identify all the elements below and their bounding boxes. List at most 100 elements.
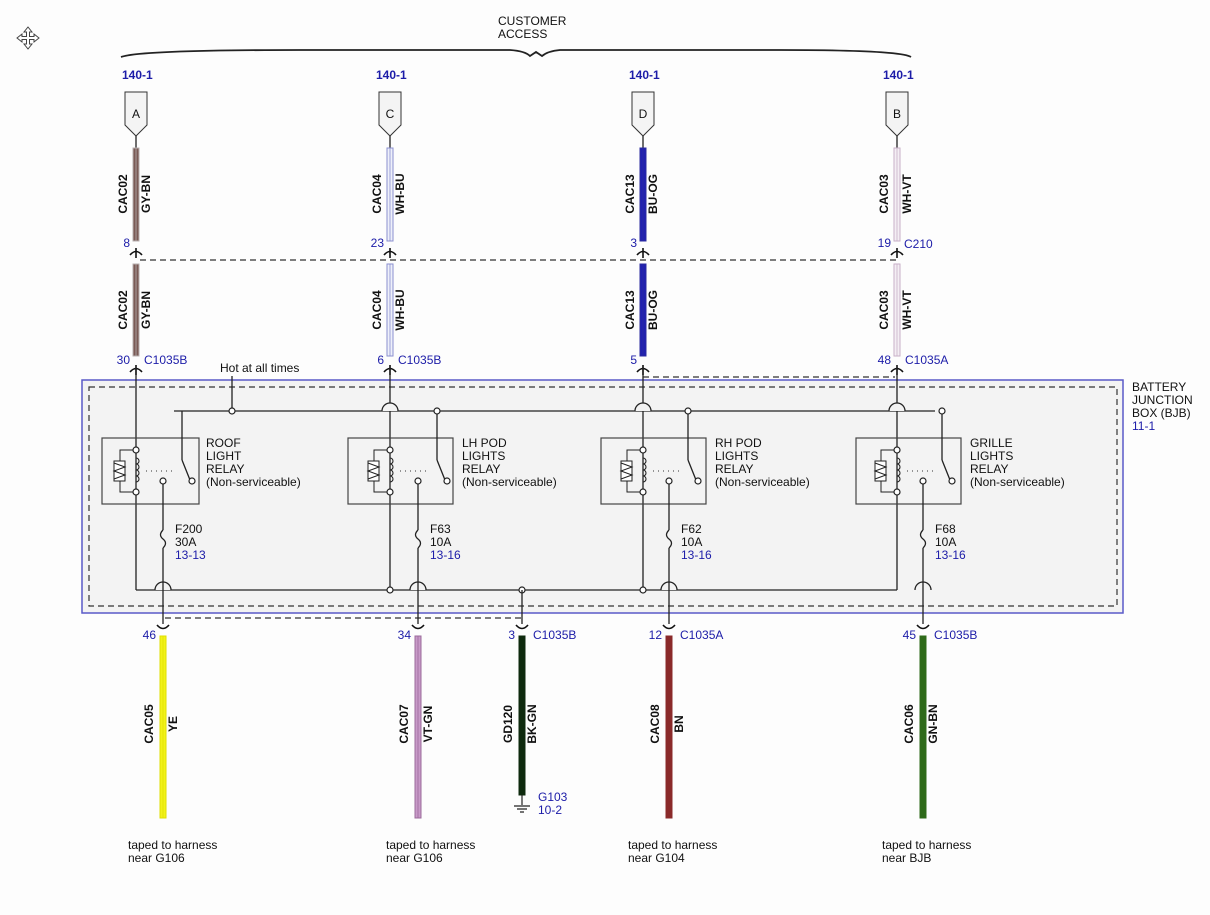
connector-id-link[interactable]: C1035A (680, 628, 723, 642)
relay-note: (Non-serviceable) (970, 475, 1065, 489)
inline-connector-B[interactable] (885, 91, 909, 137)
footnote-line1: taped to harness (128, 838, 217, 852)
inline-connector-C[interactable] (378, 91, 402, 137)
relay-name-line3: RELAY (462, 462, 500, 476)
footnote-line1: taped to harness (628, 838, 717, 852)
connector-pin-letter: C (386, 107, 395, 121)
footnote-line2: near G106 (128, 851, 185, 865)
coil-terminal (893, 488, 901, 496)
wire-circuit-label: CAC13 (623, 290, 637, 330)
junction-box (81, 379, 1124, 614)
relay-box[interactable] (600, 437, 707, 505)
splice-point (684, 407, 692, 415)
splice-point (433, 407, 441, 415)
relay-coil-icon (642, 457, 647, 483)
relay-box[interactable] (101, 437, 200, 505)
pin-number: 48 (878, 353, 892, 367)
move-cursor-icon[interactable] (16, 26, 40, 50)
coil-terminal (639, 446, 647, 454)
bjb-name-line3: BOX (BJB) (1132, 406, 1191, 420)
wire-circuit-label: CAC02 (116, 174, 130, 214)
connector-id-link[interactable]: C210 (904, 237, 933, 251)
inline-connector-A[interactable] (124, 91, 148, 137)
bjb-name-line1: BATTERY (1132, 380, 1186, 394)
pin-number: 23 (371, 236, 385, 250)
fuse-id: F62 (681, 522, 702, 536)
resistor-zigzag (619, 462, 634, 480)
wire-color-label: WH-BU (393, 173, 407, 214)
resistor-leads (373, 449, 390, 493)
switch-contact (948, 477, 956, 485)
relay-name-line2: LIGHTS (462, 449, 505, 463)
wire-color-label: WH-BU (393, 289, 407, 330)
connector-terminal-icon (383, 248, 397, 258)
wire-circuit-label: CAC07 (397, 704, 411, 744)
ground-page-link[interactable]: 10-2 (538, 803, 562, 817)
wire-color-label: BU-OG (646, 290, 660, 330)
inline-connector-D[interactable] (631, 91, 655, 137)
relay-box[interactable] (855, 437, 962, 505)
fuse-id: F68 (935, 522, 956, 536)
switch-contact (159, 477, 167, 485)
fuse-ref-link[interactable]: 13-16 (681, 548, 712, 562)
wire-color-label: WH-VT (900, 290, 914, 330)
wire-circuit-label: CAC03 (877, 290, 891, 330)
pin-number: 3 (630, 236, 637, 250)
relay-coil-icon (896, 457, 901, 483)
connector-pin-letter: B (893, 107, 901, 121)
coil-terminal (893, 446, 901, 454)
coil-terminal (132, 488, 140, 496)
pin-number: 34 (398, 628, 412, 642)
wire-color-label: VT-GN (421, 706, 435, 743)
footnote-line2: near BJB (882, 851, 931, 865)
connector-terminal-icon (515, 624, 529, 630)
pin-number: 30 (117, 353, 131, 367)
fuse-ref-link[interactable]: 13-16 (935, 548, 966, 562)
connector-id-link[interactable]: C1035B (934, 628, 977, 642)
connector-id-link[interactable]: C1035A (905, 353, 948, 367)
pin-number: 46 (143, 628, 157, 642)
connector-terminal-icon (636, 248, 650, 258)
bjb-name-line2: JUNCTION (1132, 393, 1193, 407)
resistor-leads (626, 449, 643, 493)
connector-terminal-icon (890, 248, 904, 258)
fuse-icon (665, 529, 673, 549)
splice-point (639, 586, 647, 594)
switch-contact (919, 477, 927, 485)
ground-ref-link[interactable]: G103 (538, 790, 568, 804)
connector-ref-link[interactable]: 140-1 (376, 68, 407, 82)
bjb-ref-link[interactable]: 11-1 (1132, 419, 1155, 433)
relay-name-line2: LIGHT (206, 449, 242, 463)
relay-switch-icon (436, 459, 446, 481)
switch-contact (443, 477, 451, 485)
relay-name-line1: RH POD (715, 436, 762, 450)
fuse-ref-link[interactable]: 13-13 (175, 548, 206, 562)
connector-id-link[interactable]: C1035B (533, 628, 576, 642)
fuse-ref-link[interactable]: 13-16 (430, 548, 461, 562)
pin-number: 6 (377, 353, 384, 367)
group-label-line2: ACCESS (498, 27, 547, 41)
relay-name-line2: LIGHTS (715, 449, 758, 463)
resistor-leads (119, 449, 136, 493)
connector-ref-link[interactable]: 140-1 (883, 68, 914, 82)
splice-point (386, 586, 394, 594)
fuse-icon (414, 529, 422, 549)
footnote-line1: taped to harness (882, 838, 971, 852)
connector-id-link[interactable]: C1035B (398, 353, 441, 367)
fuse-rating: 10A (430, 535, 451, 549)
relay-switch-icon (941, 459, 951, 481)
connector-id-link[interactable]: C1035B (144, 353, 187, 367)
connector-ref-link[interactable]: 140-1 (629, 68, 660, 82)
wire-circuit-label: CAC03 (877, 174, 891, 214)
relay-box[interactable] (347, 437, 454, 505)
connector-ref-link[interactable]: 140-1 (122, 68, 153, 82)
fuse-id: F63 (430, 522, 451, 536)
connector-terminal-icon (916, 624, 930, 630)
wire-color-label: GY-BN (139, 291, 153, 329)
fuse-rating: 30A (175, 535, 196, 549)
connector-terminal-icon (129, 248, 143, 258)
connector-pin-letter: A (132, 107, 140, 121)
wire-color-label: GN-BN (926, 704, 940, 743)
wire-circuit-label: CAC04 (370, 174, 384, 214)
